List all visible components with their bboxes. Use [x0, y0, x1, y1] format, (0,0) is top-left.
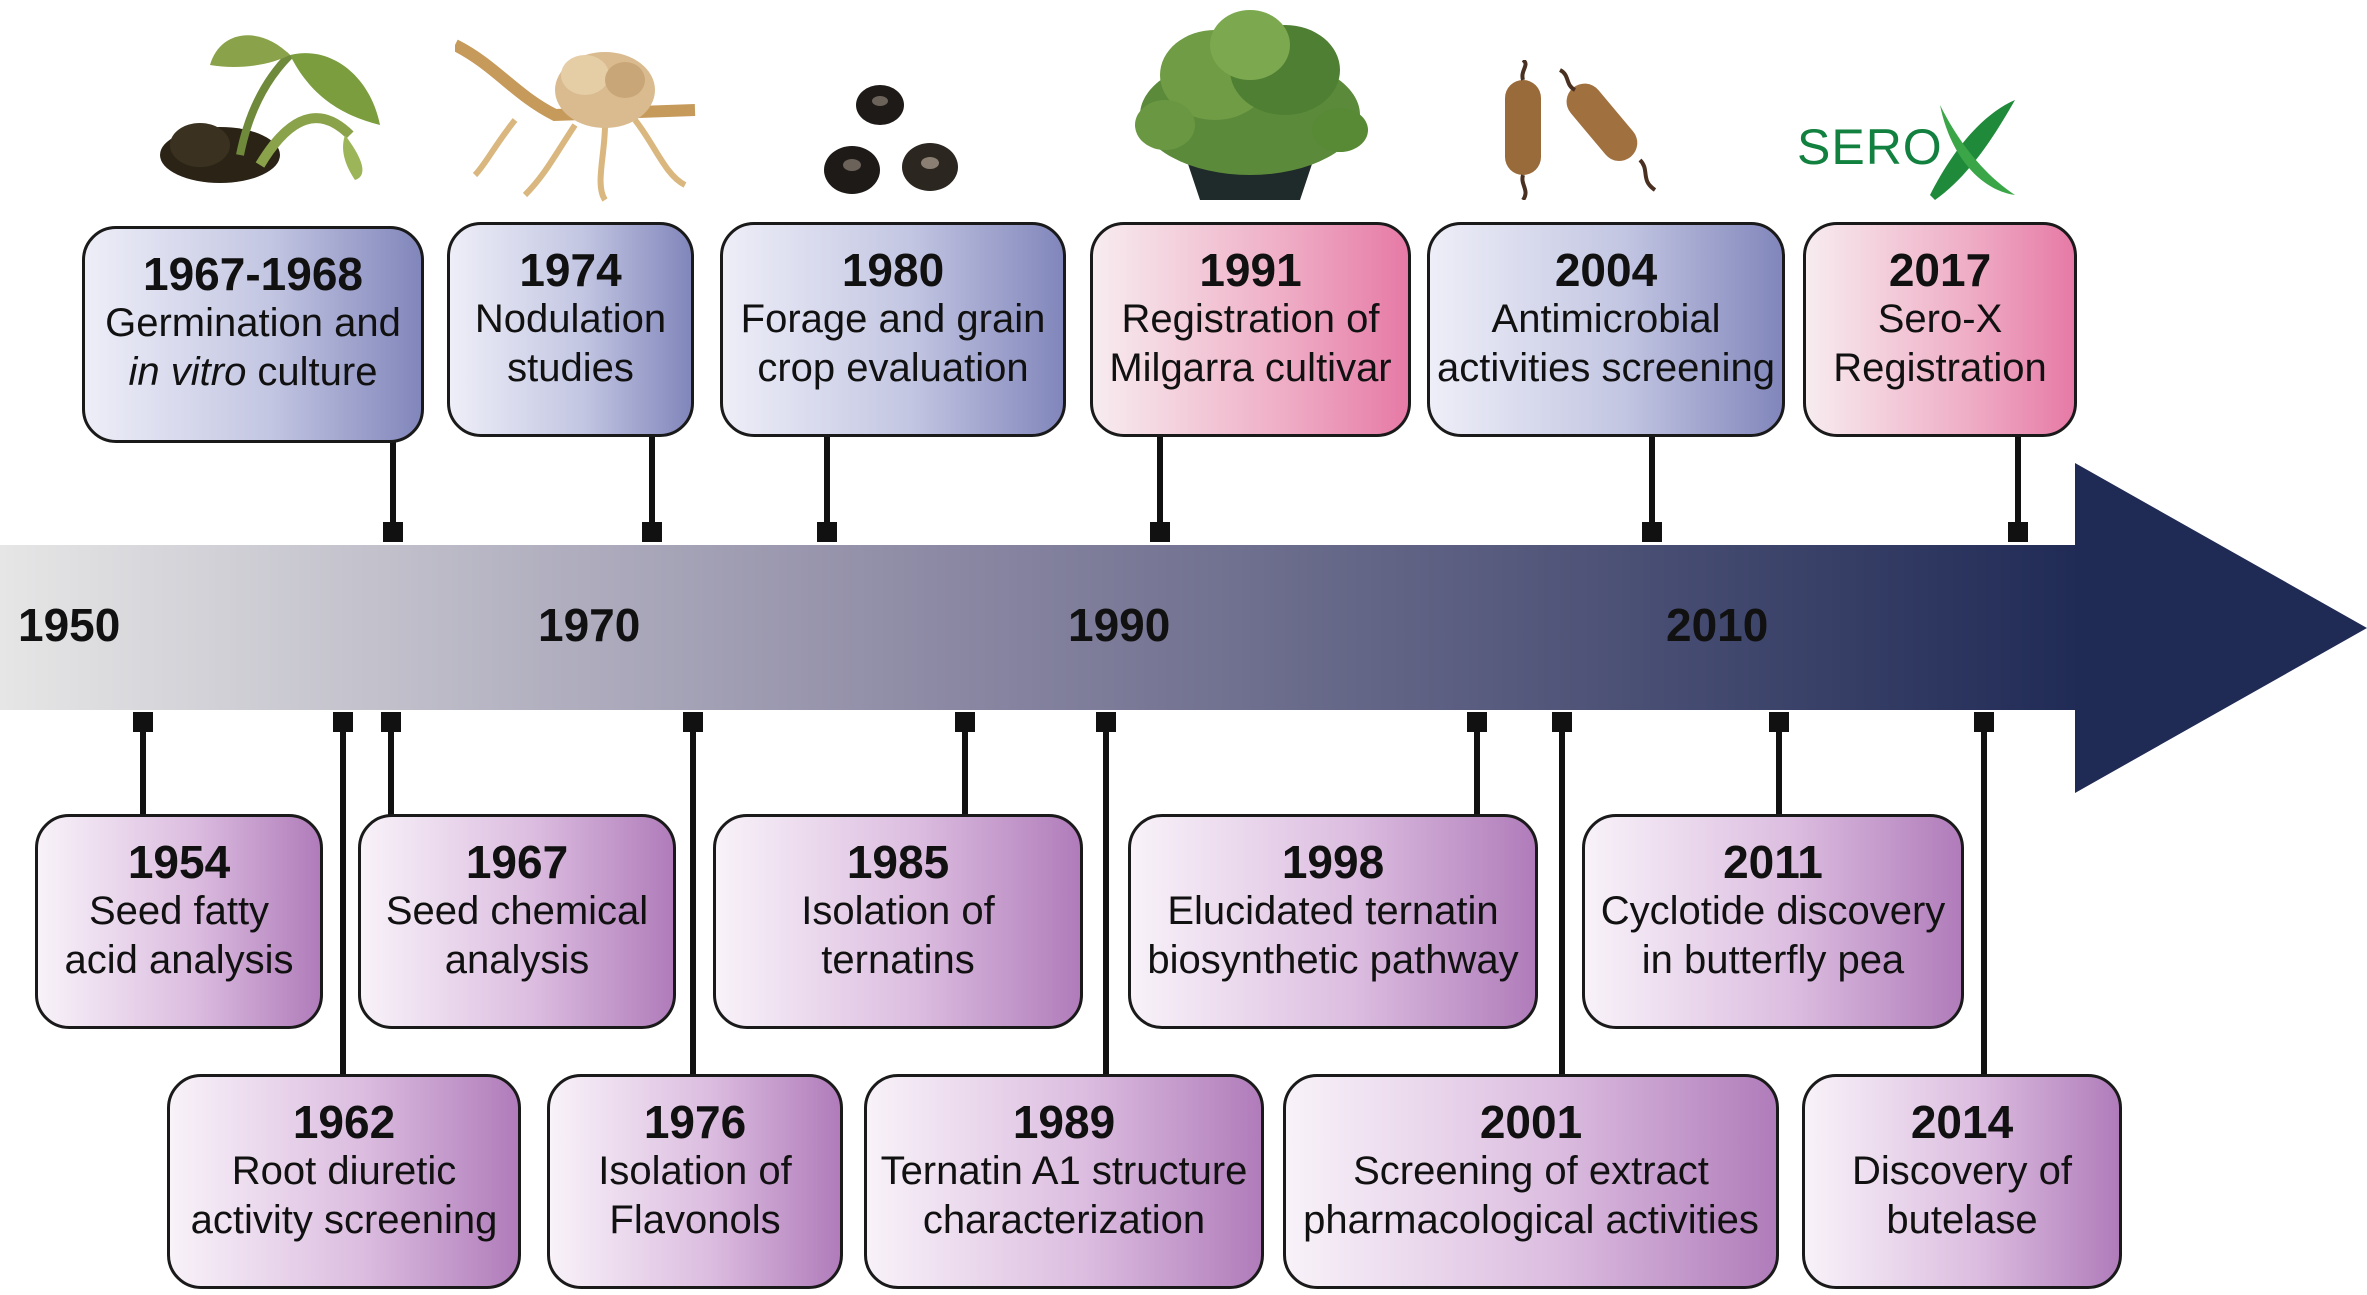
event-text-line2: acid analysis [64, 938, 294, 982]
event-text-line2: biosynthetic pathway [1147, 938, 1519, 982]
event-text-line1: Antimicrobial [1491, 297, 1721, 341]
timeline-arrow [0, 463, 2367, 793]
event-text-line2: analysis [444, 938, 590, 982]
event-year: 1980 [841, 244, 945, 296]
potted-plant-icon [1135, 10, 1368, 200]
event-year: 1998 [1281, 836, 1385, 888]
event-text-italic: in vitro [128, 350, 247, 394]
sero-x-logo-text: SERO [1797, 119, 1943, 175]
event-text-line1: Cyclotide discovery [1600, 889, 1946, 933]
event-year: 1967-1968 [143, 248, 363, 300]
bacteria-icon [1505, 60, 1657, 200]
axis-label-1970: 1970 [538, 599, 641, 651]
root-nodule-icon [455, 39, 696, 202]
event-text-line2: activities screening [1437, 346, 1775, 390]
axis-label-1950: 1950 [18, 599, 121, 651]
event-year: 1974 [519, 244, 622, 296]
event-box-1967-1968: 1967-1968 Germination and in vitro cultu… [82, 226, 424, 443]
event-box-1980: 1980 Forage and grain crop evaluation [720, 222, 1066, 437]
event-text-line1: Germination and [105, 301, 401, 345]
event-text-line1: Root diuretic [231, 1149, 457, 1193]
event-year: 2011 [1723, 836, 1823, 888]
event-text-line2: activity screening [190, 1198, 498, 1242]
event-box-1989: 1989 Ternatin A1 structure characterizat… [864, 1074, 1264, 1289]
event-box-1967: 1967 Seed chemical analysis [358, 814, 676, 1029]
event-text-line1: Isolation of [801, 889, 995, 933]
plant-seedling-icon [160, 35, 380, 183]
event-text-line2: in butterfly pea [1641, 938, 1905, 982]
event-text-line2: ternatins [821, 938, 975, 982]
event-year: 2004 [1554, 244, 1658, 296]
event-box-1962: 1962 Root diuretic activity screening [167, 1074, 521, 1289]
event-text-line2: crop evaluation [757, 346, 1029, 390]
top-connectors [383, 436, 2028, 542]
event-box-2017: 2017 Sero-X Registration [1803, 222, 2077, 437]
event-text-line2: Registration [1833, 346, 2047, 390]
event-text-line1: Registration of [1121, 297, 1380, 341]
sero-x-leaf-icon [1930, 100, 2015, 200]
event-year: 2017 [1888, 244, 1992, 296]
event-box-2011: 2011 Cyclotide discovery in butterfly pe… [1582, 814, 1964, 1029]
event-year: 1954 [127, 836, 231, 888]
axis-label-1990: 1990 [1068, 599, 1171, 651]
event-text-line2: butelase [1886, 1198, 2038, 1242]
event-year: 1976 [643, 1096, 747, 1148]
event-box-2004: 2004 Antimicrobial activities screening [1427, 222, 1785, 437]
event-text-rest: culture [246, 350, 378, 394]
event-box-1985: 1985 Isolation of ternatins [713, 814, 1083, 1029]
event-box-2014: 2014 Discovery of butelase [1802, 1074, 2122, 1289]
event-year: 1967 [465, 836, 569, 888]
event-box-1976: 1976 Isolation of Flavonols [547, 1074, 843, 1289]
event-year: 2014 [1910, 1096, 2014, 1148]
event-text-line2: Milgarra cultivar [1109, 346, 1392, 390]
axis-label-2010: 2010 [1666, 599, 1769, 651]
event-box-1974: 1974 Nodulation studies [447, 222, 694, 437]
event-text-line1: Elucidated ternatin [1167, 889, 1499, 933]
bottom-connectors [133, 712, 1994, 1077]
event-text-line1: Isolation of [598, 1149, 792, 1193]
event-text-line1: Seed chemical [385, 889, 649, 933]
event-year: 1985 [846, 836, 950, 888]
event-text-line1: Seed fatty [88, 889, 270, 933]
event-text-line2: characterization [922, 1198, 1206, 1242]
event-year: 1991 [1199, 244, 1302, 296]
event-text-line1: Ternatin A1 structure [880, 1149, 1248, 1193]
event-year: 2001 [1479, 1096, 1583, 1148]
event-text-line1: Discovery of [1851, 1149, 2073, 1193]
event-text-line2: pharmacological activities [1303, 1198, 1759, 1242]
event-box-2001: 2001 Screening of extract pharmacologica… [1283, 1074, 1779, 1289]
event-year: 1962 [292, 1096, 396, 1148]
event-text-line1: Forage and grain [740, 297, 1046, 341]
seeds-icon [824, 85, 958, 194]
event-text-line1: Screening of extract [1353, 1149, 1709, 1193]
event-text-line2: Flavonols [609, 1198, 781, 1242]
event-text-line1: Sero-X [1877, 297, 2003, 341]
event-box-1954: 1954 Seed fatty acid analysis [35, 814, 323, 1029]
event-text-line1: Nodulation [474, 297, 667, 341]
event-text-line2: in vitro culture [85, 348, 421, 397]
event-box-1991: 1991 Registration of Milgarra cultivar [1090, 222, 1411, 437]
event-year: 1989 [1012, 1096, 1116, 1148]
event-text-line2: studies [507, 346, 634, 390]
event-box-1998: 1998 Elucidated ternatin biosynthetic pa… [1128, 814, 1538, 1029]
